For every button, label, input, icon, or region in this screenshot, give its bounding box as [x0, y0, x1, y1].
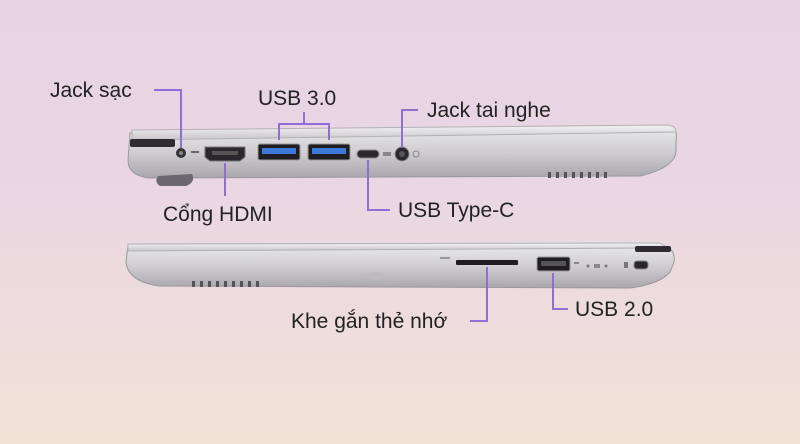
- label-usb20: USB 2.0: [575, 298, 654, 321]
- label-khe-the-nho: Khe gắn thẻ nhớ: [291, 310, 448, 333]
- label-jack-tai-nghe: Jack tai nghe: [427, 99, 551, 122]
- hdmi-port-icon: [204, 146, 246, 162]
- charge-port-icon: [176, 148, 199, 158]
- label-usb-type-c: USB Type-C: [398, 199, 515, 222]
- sd-card-slot-icon: [440, 257, 518, 265]
- callout-lines: [154, 89, 568, 322]
- label-cong-hdmi: Cổng HDMI: [163, 203, 273, 226]
- usb2-port-icon: [536, 256, 579, 272]
- usb3-port-icon: [257, 143, 301, 161]
- usb3-port-icon: [307, 143, 351, 161]
- lock-slot-icon: [624, 260, 649, 270]
- indicator-lights-icon: [586, 264, 608, 268]
- label-jack-sac: Jack sạc: [50, 79, 132, 102]
- laptop-right-side: [125, 242, 675, 289]
- usb-c-port-icon: [356, 149, 391, 159]
- label-usb30: USB 3.0: [258, 87, 337, 110]
